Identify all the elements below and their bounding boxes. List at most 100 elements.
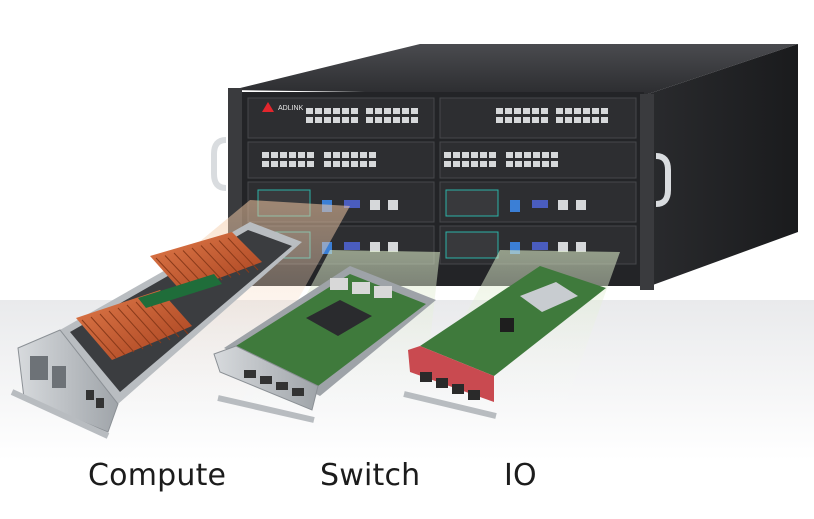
sfp-port <box>583 117 590 123</box>
rj45-port <box>558 242 568 252</box>
heatsink-fin <box>200 245 232 278</box>
heatsink-fin <box>209 242 241 276</box>
sfp-port <box>542 152 549 158</box>
sfp-port <box>306 108 313 114</box>
io-chip <box>500 318 514 332</box>
sfp-port <box>480 161 487 167</box>
sfp-port <box>333 108 340 114</box>
sfp-port <box>444 152 451 158</box>
sfp-port <box>556 108 563 114</box>
sfp-port <box>411 117 418 123</box>
sfp-port <box>393 117 400 123</box>
rj45-port <box>370 200 380 210</box>
caption-io: IO <box>504 458 537 493</box>
heatsink-fin <box>90 316 126 356</box>
compute-usb-port <box>86 390 94 400</box>
handle-left <box>211 137 227 191</box>
sfp-port <box>533 161 540 167</box>
sfp-port <box>315 117 322 123</box>
sfp-port <box>351 117 358 123</box>
sfp-port <box>402 117 409 123</box>
io-rj45-ports <box>420 372 480 400</box>
sfp-port <box>351 108 358 114</box>
sfp-port <box>489 161 496 167</box>
io-handle <box>403 391 497 419</box>
sfp-port <box>601 117 608 123</box>
rj45-port <box>370 242 380 252</box>
sfp-port <box>280 152 287 158</box>
sfp-port <box>342 108 349 114</box>
sfp-port <box>496 108 503 114</box>
sfp-port <box>462 152 469 158</box>
sfp-port <box>541 108 548 114</box>
drive-tray <box>445 231 499 259</box>
sfp-port <box>342 117 349 123</box>
sfp-port <box>506 161 513 167</box>
sfp-port <box>384 108 391 114</box>
sfp-port <box>324 152 331 158</box>
sfp-port <box>541 117 548 123</box>
sfp-port <box>523 117 530 123</box>
sfp-port <box>375 108 382 114</box>
usb-port <box>510 242 520 254</box>
sfp-port <box>366 108 373 114</box>
sfp-port <box>369 161 376 167</box>
compute-handle <box>10 389 110 439</box>
heatsink-fin <box>218 240 250 273</box>
sfp-port <box>262 161 269 167</box>
sfp-port <box>375 117 382 123</box>
sfp-port <box>574 108 581 114</box>
sfp-port <box>542 161 549 167</box>
sfp-port <box>411 108 418 114</box>
sfp-port <box>324 117 331 123</box>
sfp-port <box>369 152 376 158</box>
heatsink-fin <box>108 310 144 350</box>
heatsink-fin <box>81 319 117 359</box>
sfp-port <box>514 108 521 114</box>
sfp-port <box>533 152 540 158</box>
compute-lan-port <box>96 398 104 408</box>
sfp-port <box>360 161 367 167</box>
sfp-port <box>515 161 522 167</box>
sfp-port <box>366 117 373 123</box>
rj45-port <box>558 200 568 210</box>
sfp-port <box>601 108 608 114</box>
compute-heatsink-2 <box>76 290 192 360</box>
compute-front-panel <box>17 329 119 433</box>
compute-panel-vents <box>30 356 66 388</box>
sfp-port <box>496 117 503 123</box>
sfp-port <box>333 117 340 123</box>
sfp-port <box>324 161 331 167</box>
vga-port <box>344 242 360 250</box>
sfp-port <box>271 152 278 158</box>
sfp-port <box>315 108 322 114</box>
heatsink-fin <box>227 237 259 271</box>
sfp-port <box>289 152 296 158</box>
sfp-port <box>505 108 512 114</box>
sfp-port <box>583 108 590 114</box>
sfp-port <box>565 117 572 123</box>
sfp-port <box>298 161 305 167</box>
sfp-port <box>289 161 296 167</box>
sfp-port <box>471 161 478 167</box>
sfp-port <box>471 152 478 158</box>
sfp-port <box>393 108 400 114</box>
sfp-port <box>515 152 522 158</box>
sfp-port <box>551 152 558 158</box>
sfp-port <box>453 152 460 158</box>
switch-connectors <box>330 278 392 298</box>
sfp-port <box>262 152 269 158</box>
sfp-port <box>514 117 521 123</box>
sfp-port <box>384 117 391 123</box>
sfp-port <box>444 161 451 167</box>
sfp-port <box>532 108 539 114</box>
sfp-port-groups <box>262 108 608 167</box>
sfp-port <box>307 152 314 158</box>
sfp-port <box>523 108 530 114</box>
vga-port <box>532 242 548 250</box>
heatsink-fin <box>191 247 223 281</box>
sfp-port <box>462 161 469 167</box>
sfp-port <box>324 108 331 114</box>
sfp-port <box>556 117 563 123</box>
sfp-port <box>453 161 460 167</box>
